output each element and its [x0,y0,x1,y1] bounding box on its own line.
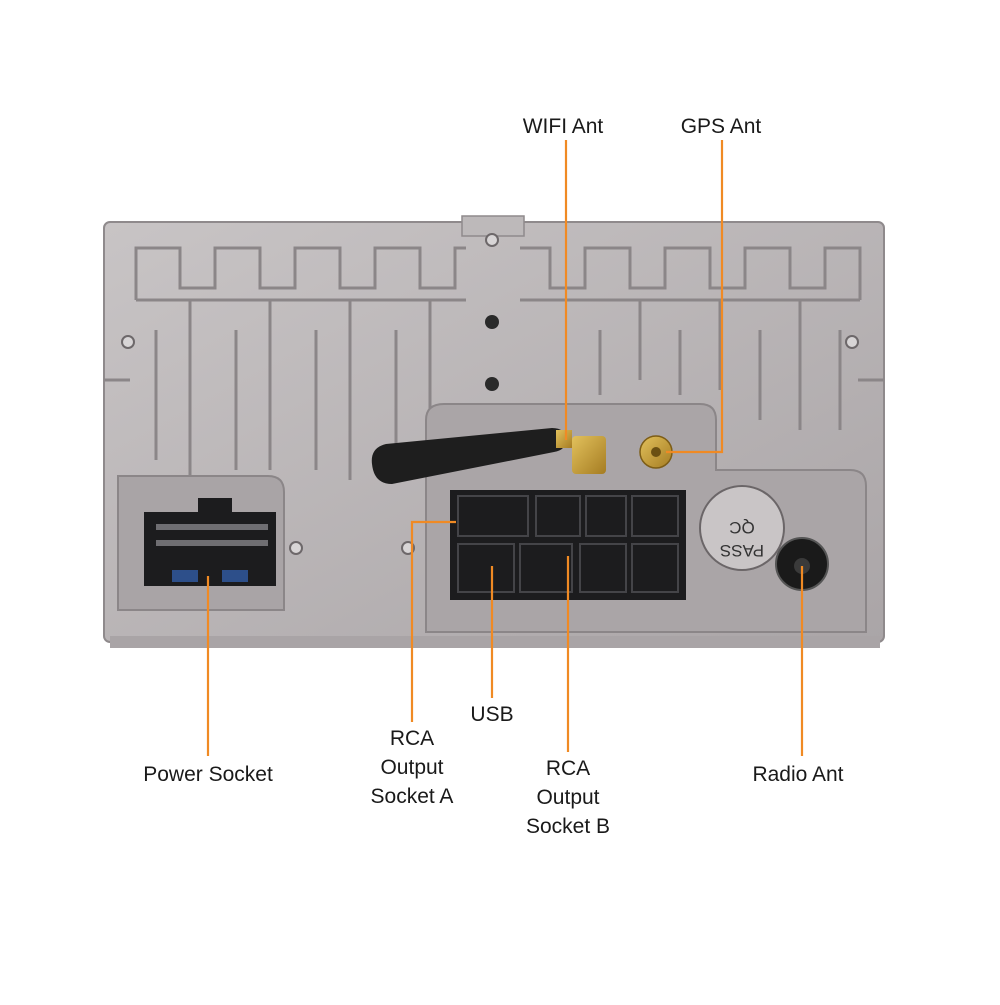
rca-a-label: RCA Output Socket A [352,724,472,811]
wifi-ant-label: WIFI Ant [522,115,604,138]
rca-a-line2: Output [380,756,444,779]
gps-connector [639,435,673,469]
rca-b-line2: Output [536,786,600,809]
rca-a-leader-line [410,520,456,722]
power-socket-recess [117,475,285,611]
connector-recess: QC PASS [425,403,867,633]
wifi-antenna [371,428,606,484]
leader-lines [206,140,804,756]
qc-stamp-line1: QC [729,518,755,537]
radio-ant-label: Radio Ant [752,763,844,786]
rca-b-line1: RCA [545,757,591,780]
rca-b-label: RCA Output Socket B [508,754,628,841]
usb-label: USB [470,703,514,726]
power-socket-label: Power Socket [143,763,273,786]
heatsink-fins [104,246,884,480]
gps-ant-label: GPS Ant [680,115,762,138]
qc-stamp-line2: PASS [720,541,764,560]
rca-a-line1: RCA [389,727,435,750]
rca-b-line3: Socket B [525,815,611,838]
rca-a-line3: Socket A [370,785,454,808]
gps-leader-line [666,140,724,454]
